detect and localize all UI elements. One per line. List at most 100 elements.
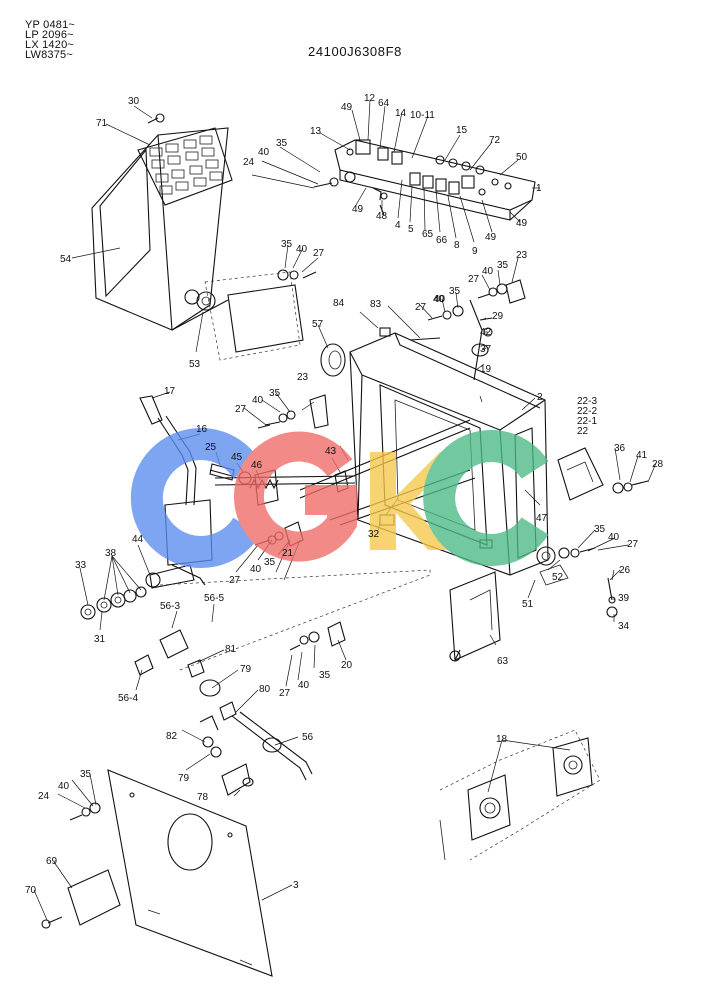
callout-27b: 27 <box>468 274 480 285</box>
callout-3: 3 <box>293 880 299 891</box>
callout-46: 46 <box>251 460 263 471</box>
callout-41: 41 <box>636 450 648 461</box>
callout-35f: 35 <box>594 524 606 535</box>
callout-35d: 35 <box>449 286 461 297</box>
callout-4: 4 <box>395 220 401 231</box>
switch-block <box>557 447 604 501</box>
serial-range-lx: LX 1420~ <box>25 39 75 51</box>
assembly-guideline <box>159 569 431 671</box>
callout-31: 31 <box>94 634 106 645</box>
callout-2: 2 <box>537 392 543 403</box>
callout-34: 34 <box>618 621 630 632</box>
cable-assembly <box>134 629 313 796</box>
watermark-letter-c1 <box>130 428 261 568</box>
callout-23b: 23 <box>297 372 309 383</box>
callout-53: 53 <box>189 359 201 370</box>
drawing-number: 24100J6308F8 <box>308 44 402 59</box>
callout-20: 20 <box>341 660 353 671</box>
mount-cover <box>196 271 304 361</box>
callout-27e: 27 <box>627 539 639 550</box>
callout-35h: 35 <box>319 670 331 681</box>
callout-43: 43 <box>325 446 337 457</box>
switch-plate <box>334 139 536 221</box>
callout-40h: 40 <box>298 680 310 691</box>
callout-71: 71 <box>96 118 108 129</box>
callout-35b: 35 <box>281 239 293 250</box>
callout-79a: 79 <box>240 664 252 675</box>
callout-26: 26 <box>619 565 631 576</box>
callout-27c: 27 <box>415 302 427 313</box>
callout-40i: 40 <box>58 781 70 792</box>
callout-22-1: 22-1 <box>577 416 597 427</box>
callout-21: 21 <box>282 548 294 559</box>
callout-49b: 49 <box>352 204 364 215</box>
callout-18: 18 <box>496 734 508 745</box>
serial-range-yp: YP 0481~ <box>25 19 76 31</box>
callout-24b: 24 <box>38 791 50 802</box>
washer-stack <box>80 572 161 620</box>
callout-49a: 49 <box>341 102 353 113</box>
callout-44: 44 <box>132 534 144 545</box>
small-cover-plate <box>67 869 121 926</box>
callout-57: 57 <box>312 319 324 330</box>
callout-35g: 35 <box>264 557 276 568</box>
callout-69: 69 <box>46 856 58 867</box>
callout-56-5: 56-5 <box>204 593 224 604</box>
callout-22-3: 22-3 <box>577 396 597 407</box>
callout-27f: 27 <box>229 575 241 586</box>
callout-27g: 27 <box>279 688 291 699</box>
callout-9: 9 <box>472 246 478 257</box>
callout-39: 39 <box>618 593 630 604</box>
callout-79b: 79 <box>178 773 190 784</box>
callout-8: 8 <box>454 240 460 251</box>
callout-54: 54 <box>60 254 72 265</box>
callout-36: 36 <box>614 443 626 454</box>
callout-14: 14 <box>395 108 407 119</box>
callout-16: 16 <box>196 424 208 435</box>
callout-27d: 27 <box>235 404 247 415</box>
callout-37: 37 <box>480 344 492 355</box>
callout-56-4: 56-4 <box>118 693 138 704</box>
callout-32: 32 <box>368 529 380 540</box>
callout-40j: 40 <box>434 294 446 305</box>
callout-27a: 27 <box>313 248 325 259</box>
callout-56-3: 56-3 <box>160 601 180 612</box>
callout-19: 19 <box>480 364 492 375</box>
callout-25: 25 <box>205 442 217 453</box>
callout-28: 28 <box>652 459 664 470</box>
callout-49d: 49 <box>516 218 528 229</box>
callout-12: 12 <box>364 93 376 104</box>
callout-82: 82 <box>166 731 178 742</box>
callout-10-11: 10-11 <box>410 110 435 121</box>
callout-65: 65 <box>422 229 434 240</box>
callout-40f: 40 <box>608 532 620 543</box>
callout-33: 33 <box>75 560 87 571</box>
callout-35e: 35 <box>269 388 281 399</box>
watermark <box>130 428 549 568</box>
serial-range-lw: LW8375~ <box>25 49 73 61</box>
serial-range-lp: LP 2096~ <box>25 29 74 41</box>
callout-38: 38 <box>105 548 117 559</box>
callout-35i: 35 <box>80 769 92 780</box>
callout-70: 70 <box>25 885 37 896</box>
callout-15: 15 <box>456 125 468 136</box>
callout-45: 45 <box>231 452 243 463</box>
callout-40g: 40 <box>250 564 262 575</box>
callout-30: 30 <box>128 96 140 107</box>
bushing <box>320 343 346 377</box>
callout-29: 29 <box>492 311 504 322</box>
callout-40e: 40 <box>252 395 264 406</box>
callout-40b: 40 <box>296 244 308 255</box>
callout-49c: 49 <box>485 232 497 243</box>
callout-17: 17 <box>164 386 176 397</box>
callout-24a: 24 <box>243 157 255 168</box>
cover-plate <box>107 769 273 977</box>
callout-35c: 35 <box>497 260 509 271</box>
callout-63: 63 <box>497 656 509 667</box>
callout-56: 56 <box>302 732 314 743</box>
console-housing <box>91 127 233 331</box>
callout-42: 42 <box>480 327 492 338</box>
callout-64: 64 <box>378 98 390 109</box>
callout-48: 48 <box>376 211 388 222</box>
